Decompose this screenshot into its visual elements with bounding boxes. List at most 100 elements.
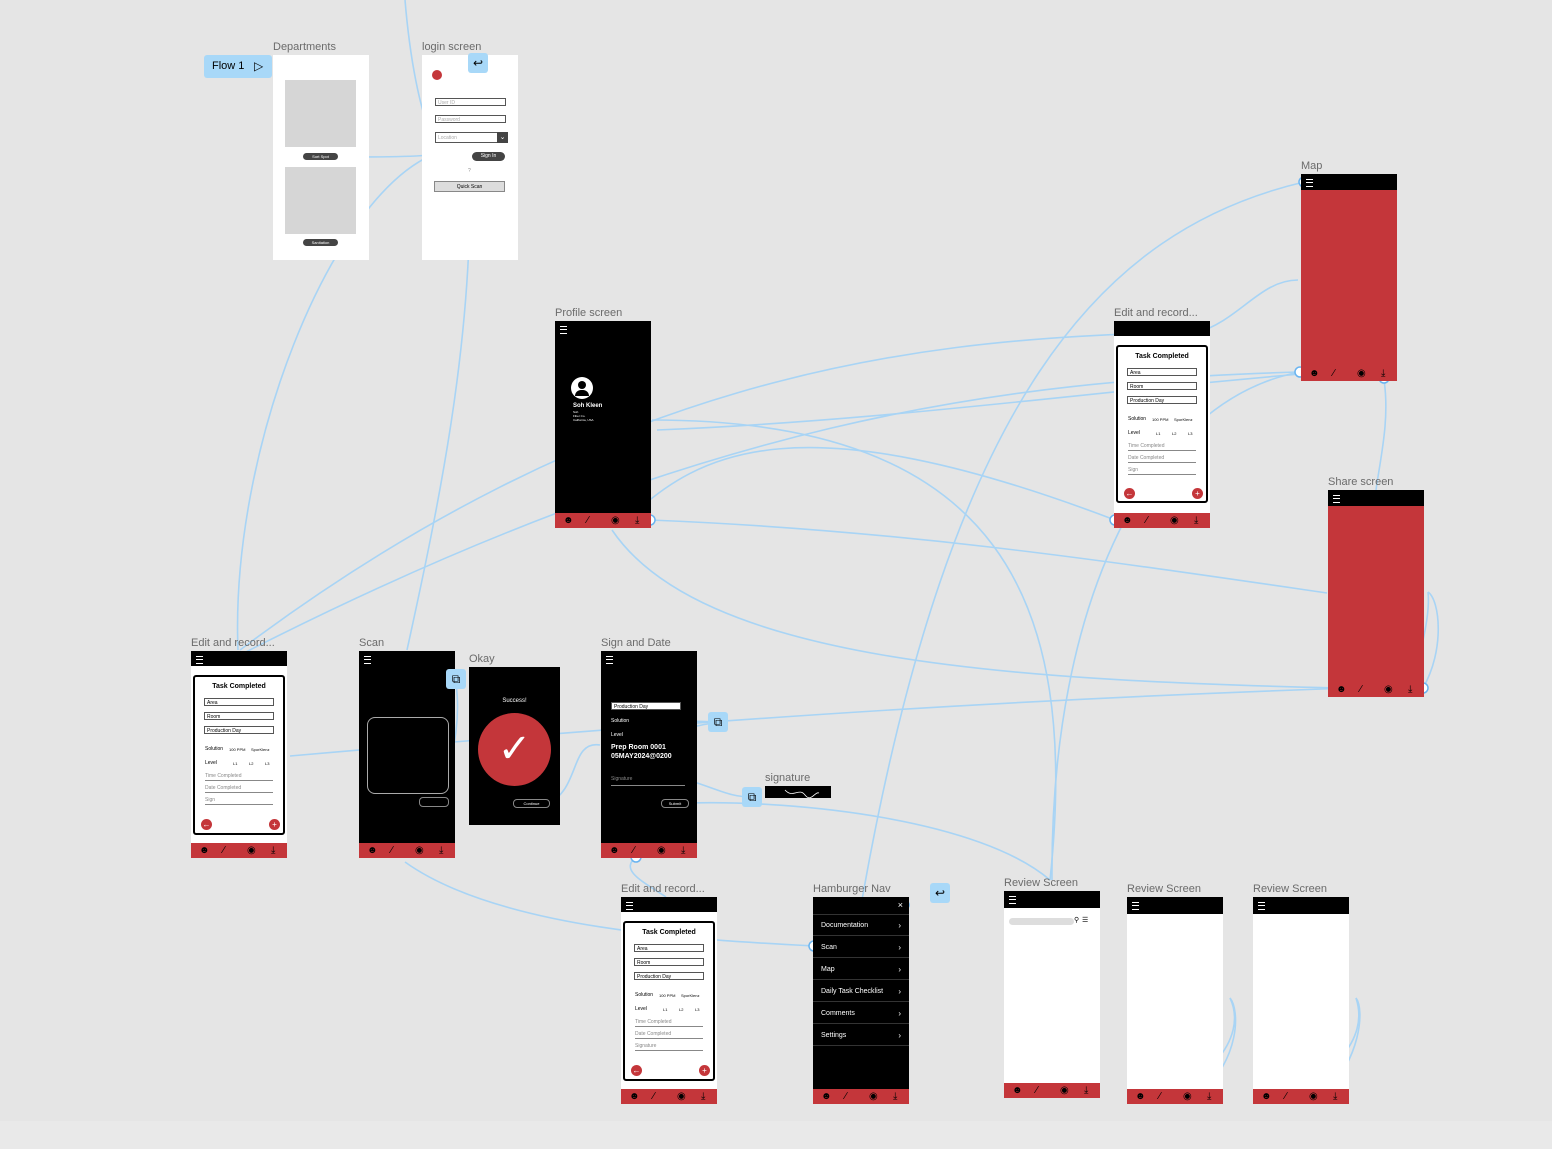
download-tab-icon[interactable]: ⤓ [701, 1091, 706, 1102]
download-tab-icon[interactable]: ⤓ [1194, 515, 1199, 526]
edit-tab-icon[interactable]: ∕ [845, 1091, 847, 1102]
menu-item-comments[interactable]: Comments› [813, 1003, 909, 1024]
production-day-field[interactable]: Production Day [204, 726, 274, 734]
profile-tab-icon[interactable]: ☻ [367, 845, 378, 856]
level-option-3[interactable]: L3 [695, 1007, 700, 1012]
frame-profile[interactable]: Soh Kleen Soh Fiber Co. California, USA … [555, 321, 651, 528]
password-field[interactable]: Password [435, 115, 506, 123]
search-icon[interactable]: ⚲ [1074, 917, 1080, 924]
add-button[interactable]: + [269, 819, 280, 830]
room-field[interactable]: Room [634, 958, 704, 966]
signature-field[interactable]: Signature [611, 776, 685, 786]
download-tab-icon[interactable]: ⤓ [635, 515, 640, 526]
room-field[interactable]: Room [204, 712, 274, 720]
back-button[interactable]: ← [1124, 488, 1135, 499]
department-button-1[interactable]: Sort Spot [303, 153, 338, 160]
edit-tab-icon[interactable]: ∕ [653, 1091, 655, 1102]
production-day-field[interactable]: Production Day [1127, 396, 1197, 404]
submit-button[interactable]: Submit [661, 799, 689, 808]
add-button[interactable]: + [699, 1065, 710, 1076]
solution-option-1[interactable]: 100 PPM [1152, 417, 1169, 422]
frame-edit-record-bottom[interactable]: Task Completed Area Room Production Day … [621, 897, 717, 1104]
view-tab-icon[interactable]: ◉ [677, 1091, 686, 1102]
solution-option-2[interactable]: SporKlenz [681, 993, 700, 998]
close-icon[interactable]: × [897, 900, 903, 910]
frame-share[interactable]: ☻ ∕ ◉ ⤓ [1328, 490, 1424, 697]
view-tab-icon[interactable]: ◉ [1060, 1085, 1069, 1096]
frame-map[interactable]: ☻ ∕ ◉ ⤓ [1301, 174, 1397, 381]
hamburger-icon[interactable] [1333, 495, 1340, 503]
hamburger-icon[interactable] [1132, 902, 1139, 910]
back-arrow-icon[interactable]: ↩ [930, 883, 950, 903]
view-tab-icon[interactable]: ◉ [1357, 368, 1366, 379]
profile-tab-icon[interactable]: ☻ [1135, 1091, 1146, 1102]
play-frame-icon[interactable]: ▷ [254, 59, 264, 73]
frame-sign-date[interactable]: Production Day Solution Level Prep Room … [601, 651, 697, 858]
filter-icon[interactable]: ☰ [1082, 917, 1089, 924]
profile-tab-icon[interactable]: ☻ [1309, 368, 1320, 379]
back-button[interactable]: ← [201, 819, 212, 830]
menu-item-map[interactable]: Map› [813, 959, 909, 980]
view-tab-icon[interactable]: ◉ [415, 845, 424, 856]
hamburger-icon[interactable] [364, 656, 371, 664]
continue-button[interactable]: Continue [513, 799, 550, 808]
edit-tab-icon[interactable]: ∕ [1159, 1091, 1161, 1102]
overlay-action-icon[interactable]: ⧉ [708, 712, 728, 732]
production-day-field[interactable]: Production Day [611, 702, 681, 710]
area-field[interactable]: Area [1127, 368, 1197, 376]
profile-tab-icon[interactable]: ☻ [563, 515, 574, 526]
profile-tab-icon[interactable]: ☻ [821, 1091, 832, 1102]
edit-tab-icon[interactable]: ∕ [633, 845, 635, 856]
level-option-3[interactable]: L3 [265, 761, 270, 766]
download-tab-icon[interactable]: ⤓ [1381, 368, 1386, 379]
time-completed-field[interactable]: Time Completed [205, 772, 273, 781]
search-input[interactable] [1009, 918, 1074, 925]
hamburger-icon[interactable] [1009, 896, 1016, 904]
download-tab-icon[interactable]: ⤓ [681, 845, 686, 856]
edit-tab-icon[interactable]: ∕ [1036, 1085, 1038, 1096]
view-tab-icon[interactable]: ◉ [869, 1091, 878, 1102]
solution-option-1[interactable]: 100 PPM [229, 747, 246, 752]
level-option-1[interactable]: L1 [233, 761, 238, 766]
sign-in-button[interactable]: Sign In [472, 152, 505, 161]
sign-field[interactable]: Sign [205, 796, 273, 805]
back-arrow-icon[interactable]: ↩ [468, 53, 488, 73]
view-tab-icon[interactable]: ◉ [247, 845, 256, 856]
profile-tab-icon[interactable]: ☻ [1012, 1085, 1023, 1096]
hamburger-icon[interactable] [1306, 179, 1313, 187]
frame-login[interactable]: User ID Password Location ⌄ Sign In ? Qu… [422, 55, 518, 260]
sign-field[interactable]: Sign [1128, 466, 1196, 475]
profile-tab-icon[interactable]: ☻ [609, 845, 620, 856]
view-tab-icon[interactable]: ◉ [1170, 515, 1179, 526]
download-tab-icon[interactable]: ⤓ [1084, 1085, 1089, 1096]
scan-button[interactable] [419, 797, 449, 807]
level-option-2[interactable]: L2 [1172, 431, 1177, 436]
level-option-1[interactable]: L1 [663, 1007, 668, 1012]
view-tab-icon[interactable]: ◉ [1309, 1091, 1318, 1102]
signature-field[interactable]: Signature [635, 1042, 703, 1051]
edit-tab-icon[interactable]: ∕ [1360, 684, 1362, 695]
download-tab-icon[interactable]: ⤓ [1333, 1091, 1338, 1102]
view-tab-icon[interactable]: ◉ [657, 845, 666, 856]
frame-review-2[interactable]: ☻ ∕ ◉ ⤓ [1127, 897, 1223, 1104]
hamburger-icon[interactable] [606, 656, 613, 664]
download-tab-icon[interactable]: ⤓ [1408, 684, 1413, 695]
frame-departments[interactable]: Sort Spot Sanitation [273, 55, 369, 260]
quick-scan-button[interactable]: Quick Scan [434, 181, 505, 192]
frame-edit-record-left[interactable]: Task Completed Area Room Production Day … [191, 651, 287, 858]
hamburger-icon[interactable] [560, 326, 567, 334]
solution-option-2[interactable]: SporKlenz [1174, 417, 1193, 422]
level-option-2[interactable]: L2 [679, 1007, 684, 1012]
flow-badge[interactable]: Flow 1 ▷ [204, 55, 272, 78]
frame-review-1[interactable]: ⚲ ☰ ☻ ∕ ◉ ⤓ [1004, 891, 1100, 1098]
profile-tab-icon[interactable]: ☻ [1336, 684, 1347, 695]
overlay-action-icon[interactable]: ⧉ [742, 787, 762, 807]
area-field[interactable]: Area [634, 944, 704, 952]
profile-tab-icon[interactable]: ☻ [629, 1091, 640, 1102]
edit-tab-icon[interactable]: ∕ [1285, 1091, 1287, 1102]
area-field[interactable]: Area [204, 698, 274, 706]
frame-signature[interactable] [765, 786, 831, 798]
date-completed-field[interactable]: Date Completed [635, 1030, 703, 1039]
edit-tab-icon[interactable]: ∕ [587, 515, 589, 526]
download-tab-icon[interactable]: ⤓ [439, 845, 444, 856]
